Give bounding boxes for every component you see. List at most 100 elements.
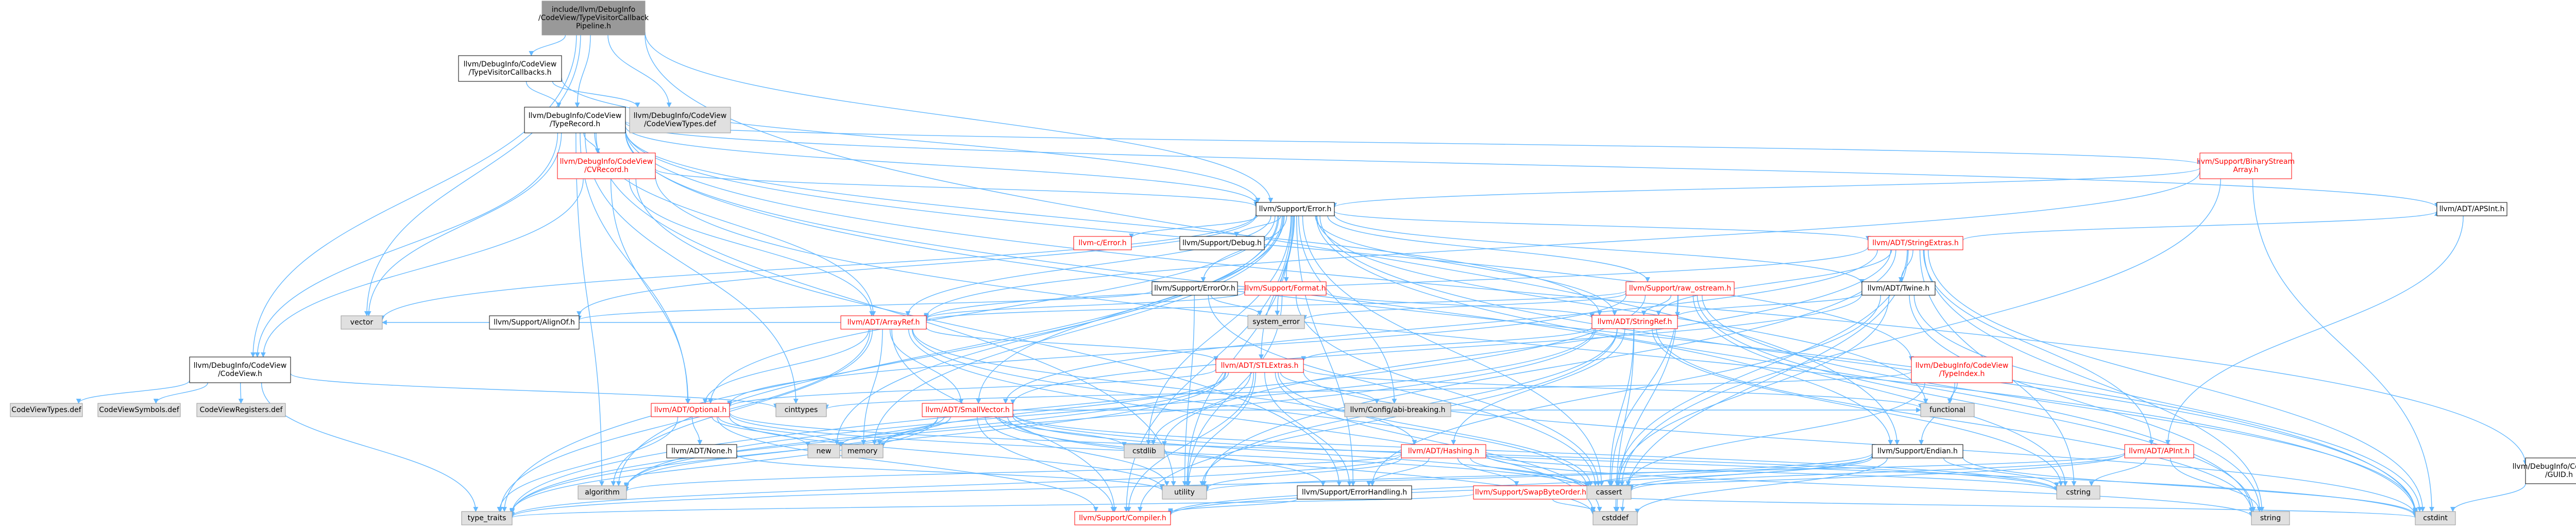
node-label-strextras-0: llvm/ADT/StringExtras.h — [1872, 239, 1958, 247]
edge-apint-to-utility — [1204, 452, 2125, 492]
node-compiler[interactable]: llvm/Support/Compiler.h — [1074, 511, 1171, 525]
node-apsint[interactable]: llvm/ADT/APSInt.h — [2436, 202, 2507, 216]
edge-strextras-to-cstddef — [1620, 249, 1909, 512]
node-box-smallvec — [922, 403, 1013, 417]
node-label-apsint-0: llvm/ADT/APSInt.h — [2439, 205, 2505, 213]
node-box-cstdint — [2415, 511, 2456, 525]
node-box-typeindex — [1911, 356, 2013, 383]
edge-optional-to-cstring — [729, 412, 2059, 492]
node-box-tr — [524, 107, 626, 133]
node-none[interactable]: llvm/ADT/None.h — [666, 444, 737, 458]
node-arrayref[interactable]: llvm/ADT/ArrayRef.h — [840, 315, 927, 330]
edge-smallvec-to-new — [837, 416, 945, 448]
node-box-cvsym — [97, 403, 181, 417]
edge-err-to-stringref — [1315, 215, 1617, 316]
node-cinttypes: cinttypes — [775, 403, 827, 417]
edge-err-to-vector — [380, 214, 1257, 321]
edge-apsint-to-apint — [2165, 215, 2464, 445]
edge-rawos-to-cstdint — [1702, 295, 2418, 513]
edge-smallvec-to-typetraits — [510, 416, 938, 513]
edge-smallvec-to-cassert — [1012, 416, 1589, 490]
node-box-memory — [841, 444, 884, 458]
node-box-string — [2251, 511, 2290, 525]
edge-optional-to-none — [691, 416, 703, 445]
edge-cvrec-to-errhandling — [635, 178, 1342, 486]
edge-hashing-to-typetraits — [510, 454, 1402, 517]
edge-typeindex-to-cassert — [1625, 382, 1925, 486]
node-box-compiler — [1074, 511, 1171, 525]
edge-err-to-abibreak — [1298, 215, 1397, 404]
node-label-algorithm-0: algorithm — [585, 488, 620, 497]
edge-root-to-cvtdef — [607, 35, 672, 108]
node-format[interactable]: llvm/Support/Format.h — [1244, 281, 1327, 296]
node-box-none — [666, 444, 737, 458]
node-label-root-0: include/llvm/DebugInfo — [552, 6, 635, 14]
node-cstddef: cstddef — [1592, 511, 1638, 525]
edge-err-to-cerror — [1129, 215, 1258, 239]
edge-arrayref-to-compiler — [891, 329, 1117, 512]
node-box-debug — [1179, 236, 1265, 250]
edge-stlextras-to-abibreak — [1280, 372, 1380, 404]
edge-endian-to-cstdint — [1962, 457, 2418, 516]
node-err[interactable]: llvm/Support/Error.h — [1256, 202, 1335, 216]
edge-swapbyte-to-cstddef — [1552, 499, 1596, 512]
edge-cv-to-cvtypes — [76, 380, 190, 404]
edge-tr-to-err — [625, 126, 1259, 205]
edge-bsa-to-err — [1332, 167, 2200, 208]
edge-format-to-arrayref — [924, 292, 1245, 319]
node-apint[interactable]: llvm/ADT/APInt.h — [2124, 444, 2194, 458]
node-box-erroror — [1151, 281, 1238, 296]
node-label-bsa-0: llvm/Support/BinaryStream — [2197, 158, 2295, 166]
node-box-typetraits — [461, 511, 513, 525]
node-cvrec[interactable]: llvm/DebugInfo/CodeView/CVRecord.h — [557, 152, 656, 179]
edge-strextras-to-cstdint — [1927, 249, 2426, 512]
node-endian[interactable]: llvm/Support/Endian.h — [1872, 444, 1963, 458]
node-label-abibreak-0: llvm/Config/abi-breaking.h — [1350, 406, 1445, 414]
node-label-memory-0: memory — [848, 447, 878, 455]
node-label-root-1: /CodeView/TypeVisitorCallback — [538, 14, 649, 22]
node-label-erroror-0: llvm/Support/ErrorOr.h — [1154, 284, 1235, 293]
edge-strextras-to-utility — [1201, 249, 1896, 486]
node-smallvec[interactable]: llvm/ADT/SmallVector.h — [922, 403, 1013, 417]
node-erroror[interactable]: llvm/Support/ErrorOr.h — [1151, 281, 1238, 296]
node-debug[interactable]: llvm/Support/Debug.h — [1179, 236, 1265, 250]
edge-smallvec-to-cstdlib — [996, 416, 1127, 447]
node-strextras[interactable]: llvm/ADT/StringExtras.h — [1868, 236, 1963, 250]
edge-hashing-to-algorithm — [624, 453, 1402, 492]
node-rawos[interactable]: llvm/Support/raw_ostream.h — [1625, 281, 1735, 296]
edge-hashing-to-swapbyte — [1457, 457, 1519, 486]
node-tr[interactable]: llvm/DebugInfo/CodeView/TypeRecord.h — [524, 107, 626, 133]
node-swapbyte[interactable]: llvm/Support/SwapByteOrder.h — [1473, 485, 1588, 500]
node-label-tr-1: /TypeRecord.h — [550, 120, 601, 128]
edge-tr-to-cstdint — [625, 130, 2418, 515]
node-tvc[interactable]: llvm/DebugInfo/CodeView/TypeVisitorCallb… — [458, 55, 562, 82]
edge-optional-to-utility — [729, 416, 1165, 489]
node-label-arrayref-0: llvm/ADT/ArrayRef.h — [848, 318, 920, 327]
node-stlextras[interactable]: llvm/ADT/STLExtras.h — [1215, 359, 1304, 373]
edge-apint-to-cassert — [1629, 453, 2125, 491]
node-cerror[interactable]: llvm-c/Error.h — [1073, 236, 1132, 250]
node-box-cv — [189, 356, 291, 383]
node-layer: include/llvm/DebugInfo/CodeView/TypeVisi… — [10, 1, 2576, 525]
edge-rawos-to-string — [1697, 295, 2256, 512]
edge-twine-to-cassert — [1616, 295, 1890, 486]
node-optional[interactable]: llvm/ADT/Optional.h — [651, 403, 730, 417]
edge-err-to-arrayref — [905, 215, 1272, 316]
node-twine[interactable]: llvm/ADT/Twine.h — [1861, 281, 1936, 296]
edge-none-to-utility — [736, 454, 1165, 491]
node-guid[interactable]: llvm/DebugInfo/CodeView/GUID.h — [2513, 457, 2576, 484]
node-cv[interactable]: llvm/DebugInfo/CodeView/CodeView.h — [189, 356, 291, 383]
node-stringref[interactable]: llvm/ADT/StringRef.h — [1591, 315, 1678, 329]
node-label-cstddef-0: cstddef — [1602, 514, 1629, 522]
edge-optional-to-compiler — [717, 416, 1098, 512]
node-typeindex[interactable]: llvm/DebugInfo/CodeView/TypeIndex.h — [1911, 356, 2013, 383]
node-box-optional — [651, 403, 730, 417]
node-box-cvtdef — [629, 107, 731, 133]
node-cvtdef: llvm/DebugInfo/CodeView/CodeViewTypes.de… — [629, 107, 731, 133]
node-alignof[interactable]: llvm/Support/AlignOf.h — [489, 315, 580, 330]
node-box-guid — [2525, 457, 2576, 484]
node-hashing[interactable]: llvm/ADT/Hashing.h — [1401, 444, 1486, 458]
edge-hashing-to-utility — [1204, 457, 1402, 490]
node-errhandling[interactable]: llvm/Support/ErrorHandling.h — [1297, 485, 1412, 500]
